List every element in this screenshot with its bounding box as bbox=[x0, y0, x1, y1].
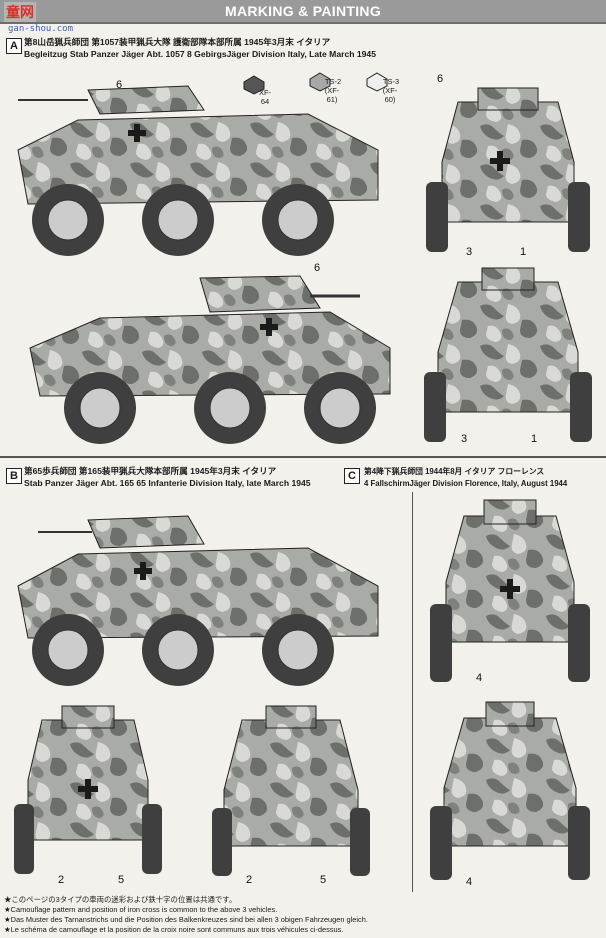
paint-chip-xf64: XF-64 bbox=[234, 75, 274, 106]
note-de: ★Das Muster des Tarnanstrichs und die Po… bbox=[4, 915, 368, 924]
callout-number: 5 bbox=[118, 874, 125, 886]
vehicle-b-rear-view bbox=[212, 705, 370, 876]
vehicle-b-side-view bbox=[17, 515, 379, 686]
iron-cross-icon bbox=[260, 318, 278, 336]
paint-chip-ts3: TS-3 (XF-60) bbox=[352, 72, 402, 104]
iron-cross-icon bbox=[500, 579, 520, 599]
callout-number: 3 bbox=[461, 433, 468, 445]
iron-cross-icon bbox=[128, 124, 146, 142]
iron-cross-icon bbox=[490, 151, 510, 171]
note-jp: ★このページの3タイプの車両の迷彩および鉄十字の位置は共通です。 bbox=[4, 895, 237, 904]
section-a-title-jp: 第8山岳猟兵師団 第1057装甲猟兵大隊 護衛部隊本部所属 1945年3月末 イ… bbox=[24, 37, 331, 47]
callout-number: 1 bbox=[531, 433, 538, 445]
callout-number: 4 bbox=[466, 876, 473, 888]
vehicle-a-side-view-1 bbox=[17, 85, 379, 256]
section-b-title-en: Stab Panzer Jäger Abt. 165 65 Infanterie… bbox=[24, 478, 311, 488]
section-divider-vertical bbox=[412, 492, 413, 892]
section-c-title-en: 4 FallschirmJäger Division Florence, Ita… bbox=[364, 479, 568, 488]
section-a-title-en: Begleitzug Stab Panzer Jäger Abt. 1057 8… bbox=[24, 49, 376, 59]
paint-chip-icon bbox=[309, 72, 331, 92]
paint-chip-icon bbox=[243, 75, 265, 95]
paint-code: TS-2 bbox=[324, 77, 342, 86]
vehicle-a-rear-view bbox=[424, 267, 592, 442]
iron-cross-icon bbox=[134, 562, 152, 580]
section-a-badge: A bbox=[6, 38, 22, 54]
paint-code: TS-3 bbox=[382, 77, 400, 86]
note-en: ★Camouflage pattern and position of iron… bbox=[4, 905, 278, 914]
site-logo-sub: gan-shou.com bbox=[8, 24, 74, 34]
page-title: MARKING & PAINTING bbox=[224, 3, 382, 19]
vehicle-c-rear-view bbox=[430, 701, 590, 880]
vehicle-c-front-view bbox=[430, 499, 590, 682]
callout-number: 5 bbox=[320, 874, 327, 886]
paint-sub-code: (XF-60) bbox=[382, 86, 398, 104]
iron-cross-icon bbox=[78, 779, 98, 799]
callout-number: 2 bbox=[246, 874, 253, 886]
callout-number: 6 bbox=[437, 73, 444, 85]
paint-code: XF-64 bbox=[258, 88, 272, 106]
section-c-badge: C bbox=[344, 468, 360, 484]
site-logo: 童网 bbox=[4, 2, 36, 22]
section-b-title-jp: 第65歩兵師団 第165装甲猟兵大隊本部所属 1945年3月末 イタリア bbox=[24, 466, 277, 476]
paint-sub-code: (XF-61) bbox=[324, 86, 340, 104]
section-c-title-jp: 第4降下猟兵師団 1944年8月 イタリア フローレンス bbox=[364, 467, 545, 476]
camouflage-notes: ★このページの3タイプの車両の迷彩および鉄十字の位置は共通です。 ★Camouf… bbox=[4, 895, 602, 935]
vehicle-a-front-view bbox=[426, 87, 590, 252]
callout-number: 3 bbox=[466, 246, 473, 258]
callout-number: 4 bbox=[476, 672, 483, 684]
note-fr: ★Le schéma de camouflage et la position … bbox=[4, 925, 344, 934]
paint-chip-ts2: TS-2 (XF-61) bbox=[298, 72, 342, 104]
callout-number: 6 bbox=[116, 79, 123, 91]
callout-number: 2 bbox=[58, 874, 65, 886]
callout-number: 1 bbox=[520, 246, 527, 258]
section-b-badge: B bbox=[6, 468, 22, 484]
vehicle-b-front-view bbox=[14, 705, 162, 874]
section-divider bbox=[0, 456, 606, 458]
header-bar: 童网 MARKING & PAINTING bbox=[0, 0, 606, 24]
paint-chip-icon bbox=[366, 72, 388, 92]
callout-number: 6 bbox=[314, 262, 321, 274]
vehicle-a-side-view-2 bbox=[29, 275, 391, 444]
